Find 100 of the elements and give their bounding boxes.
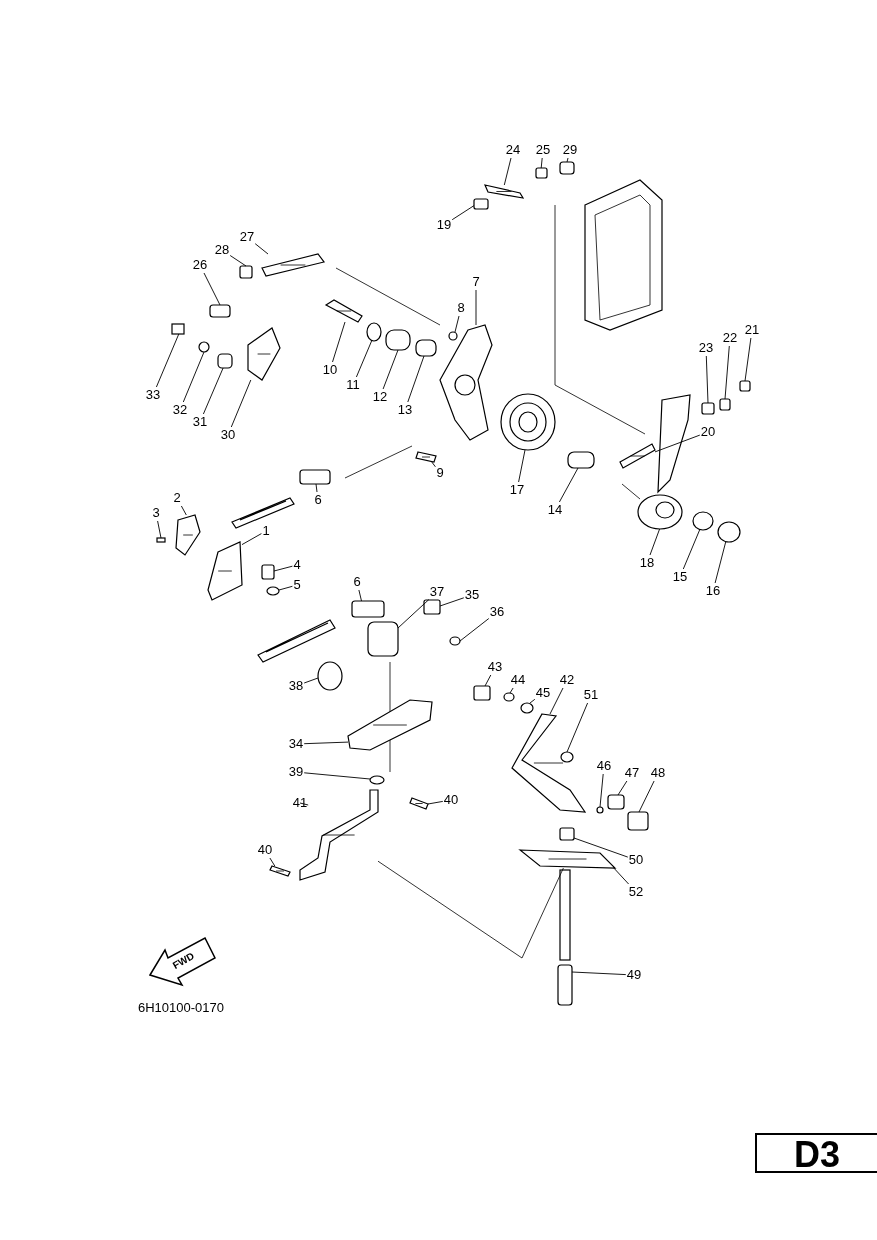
bracket-drawing	[207, 541, 243, 601]
callout-number: 45	[535, 686, 551, 700]
pin-drawing	[409, 797, 429, 810]
callout-number: 21	[744, 323, 760, 337]
callout-number: 32	[172, 403, 188, 417]
callout-number: 48	[650, 766, 666, 780]
leader-line	[475, 289, 477, 326]
callout-number: 20	[700, 425, 716, 439]
callout-number: 41	[292, 796, 308, 810]
pin-drawing	[415, 451, 437, 463]
leader-line	[332, 321, 346, 363]
washer-drawing	[449, 636, 461, 646]
callout-number: 10	[322, 363, 338, 377]
callout-number: 12	[372, 390, 388, 404]
leader-line	[613, 867, 630, 885]
arm-drawing	[347, 699, 433, 751]
leader-line	[358, 589, 362, 602]
leader-line	[269, 857, 276, 867]
callout-number: 17	[509, 483, 525, 497]
callout-number: 24	[505, 143, 521, 157]
leader-line	[724, 345, 730, 400]
lever-drawing	[637, 394, 691, 530]
callout-number: 39	[288, 765, 304, 779]
grommet-drawing	[317, 661, 343, 691]
leader-line	[155, 333, 180, 388]
joint-drawing	[367, 621, 399, 657]
rod-drawing	[484, 184, 525, 199]
callout-number: 36	[489, 605, 505, 619]
bushing-drawing	[567, 451, 595, 469]
leader-line	[454, 315, 460, 333]
callout-number: 42	[559, 673, 575, 687]
callout-number: 7	[472, 275, 480, 289]
leader-line	[431, 461, 436, 468]
callout-number: 9	[436, 466, 444, 480]
callout-number: 29	[562, 143, 578, 157]
cable-end-drawing	[351, 600, 385, 618]
callout-number: 40	[443, 793, 459, 807]
callout-number: 52	[628, 885, 644, 899]
rod-drawing	[261, 253, 326, 277]
callout-number: 49	[626, 968, 642, 982]
leader-line	[451, 205, 475, 221]
callout-number: 35	[464, 588, 480, 602]
callout-number: 6	[353, 575, 361, 589]
callout-number: 38	[288, 679, 304, 693]
leader-line	[638, 780, 655, 813]
coil-spring-drawing	[500, 393, 556, 451]
bolt-drawing	[423, 599, 441, 615]
callout-number: 1	[262, 524, 270, 538]
callout-number: 26	[192, 258, 208, 272]
clamp-drawing	[175, 514, 201, 556]
pin-drawing	[269, 865, 291, 877]
cable-end-drawing	[299, 469, 331, 485]
leader-line	[573, 837, 629, 858]
leader-line	[566, 157, 569, 163]
washer-drawing	[692, 511, 714, 531]
leader-line	[202, 367, 224, 415]
leader-line	[654, 434, 701, 453]
leader-line	[439, 597, 465, 607]
washer-drawing	[369, 775, 385, 785]
callout-number: 15	[672, 570, 688, 584]
leader-line	[315, 483, 318, 493]
callout-number: 2	[173, 491, 181, 505]
joint-drawing	[209, 304, 231, 318]
leader-line	[649, 528, 661, 556]
leader-line	[503, 157, 512, 186]
callout-number: 37	[429, 585, 445, 599]
callout-number: 14	[547, 503, 563, 517]
cap-drawing	[739, 380, 751, 392]
clip-drawing	[559, 161, 575, 175]
leader-line	[566, 702, 589, 753]
washer-drawing	[266, 586, 280, 596]
bushing-drawing	[385, 329, 411, 351]
plug-drawing	[627, 811, 649, 831]
leader-line	[303, 772, 371, 780]
leader-line	[397, 599, 430, 629]
lever-drawing	[511, 713, 587, 813]
callout-number: 31	[192, 415, 208, 429]
direction-label: FWD	[170, 950, 196, 971]
bolt-drawing	[261, 564, 275, 580]
leader-line	[558, 467, 579, 503]
leader-line	[182, 351, 205, 403]
leader-line	[278, 585, 293, 591]
collar-drawing	[559, 827, 575, 841]
collar-drawing	[217, 353, 233, 369]
leader-line	[203, 272, 221, 306]
leader-line	[682, 529, 701, 570]
washer-drawing	[717, 521, 741, 543]
collar-drawing	[415, 339, 437, 357]
washer-drawing	[366, 322, 382, 342]
leader-line	[540, 157, 543, 169]
leader-line	[273, 565, 293, 572]
leader-line	[705, 355, 709, 404]
clip-drawing	[448, 331, 458, 341]
callout-number: 40	[257, 843, 273, 857]
callout-number: 46	[596, 759, 612, 773]
pin-drawing	[156, 537, 166, 543]
callout-number: 3	[152, 506, 160, 520]
leader-line	[571, 971, 627, 976]
screw-drawing	[619, 443, 656, 469]
leader-line	[180, 505, 187, 516]
